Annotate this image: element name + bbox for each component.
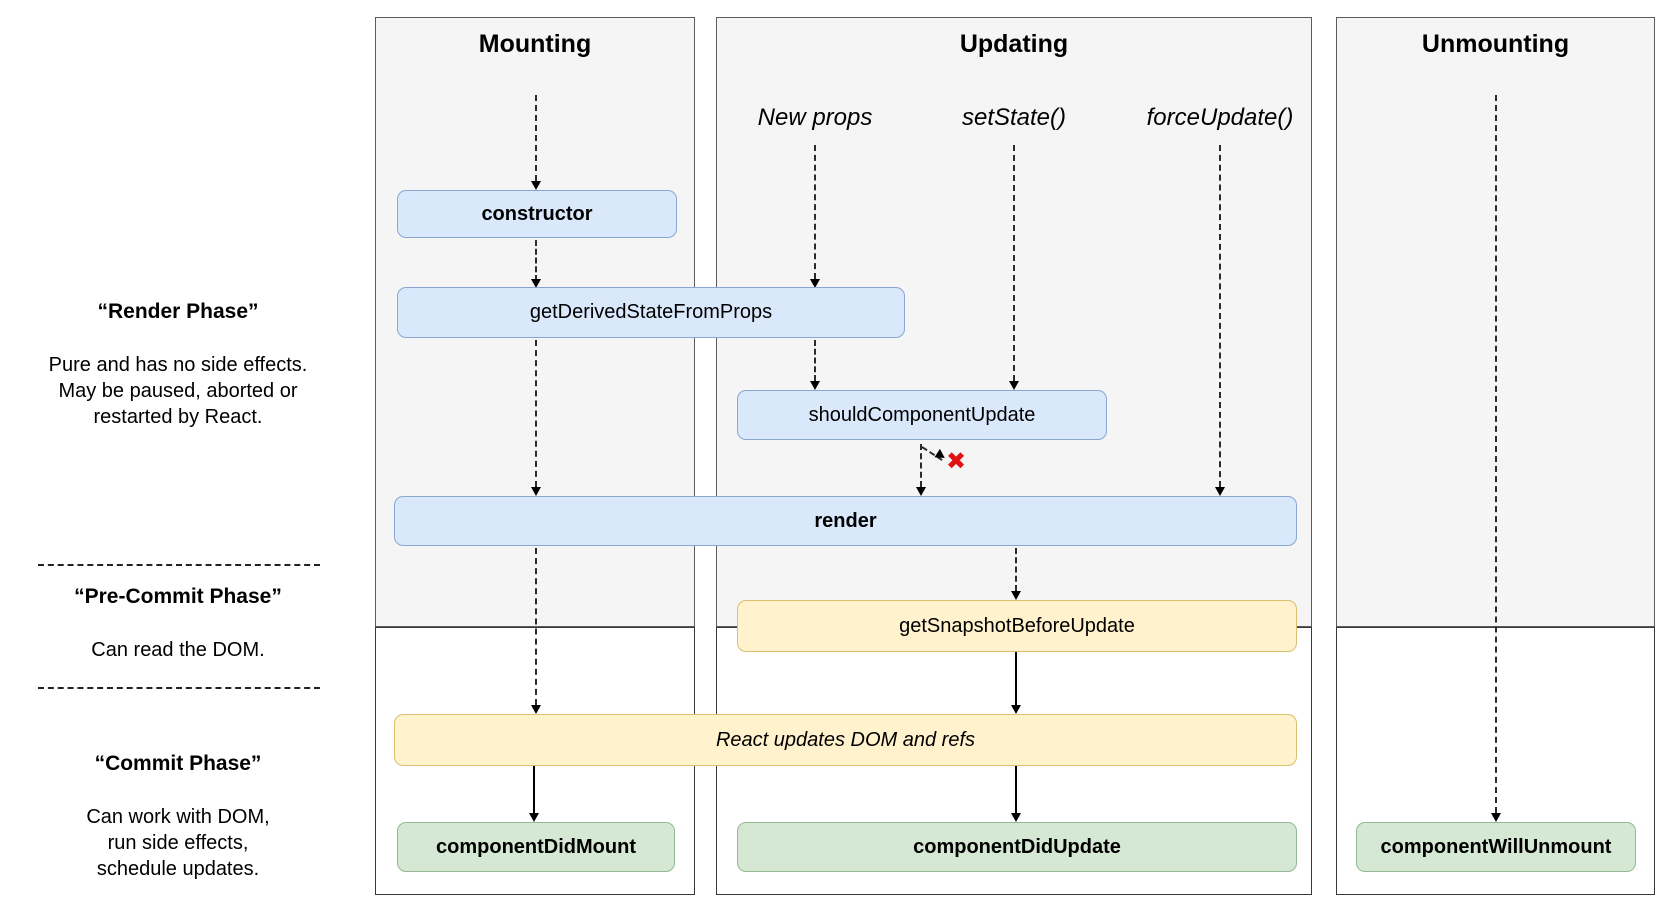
arrowhead-icon	[531, 181, 541, 190]
box-component-did-update: componentDidUpdate	[737, 822, 1297, 872]
arrow-render-to-gsbu	[1015, 548, 1017, 591]
phase-divider-bottom	[38, 687, 320, 689]
render-phase-title: “Render Phase”	[97, 300, 259, 323]
arrowhead-icon	[531, 487, 541, 496]
trigger-force-update: forceUpdate()	[1146, 104, 1294, 131]
box-get-snapshot-before-update: getSnapshotBeforeUpdate	[737, 600, 1297, 652]
arrowhead-icon	[810, 279, 820, 288]
pre-commit-phase-description: Can read the DOM.	[91, 639, 265, 661]
column-header-unmounting: Unmounting	[1421, 30, 1570, 58]
trigger-new-props: New props	[757, 104, 873, 131]
commit-phase-description: Can work with DOM, run side effects, sch…	[86, 806, 270, 880]
box-component-will-unmount: componentWillUnmount	[1356, 822, 1636, 872]
arrowhead-icon	[916, 487, 926, 496]
arrow-newprops-to-gdsfp	[814, 145, 816, 279]
arrow-constructor-to-gdsfp	[535, 240, 537, 281]
arrowhead-icon	[1215, 487, 1225, 496]
arrow-forceupdate-to-render	[1219, 145, 1221, 487]
box-react-updates-dom: React updates DOM and refs	[394, 714, 1297, 766]
arrow-gsbu-to-reactupdates	[1015, 652, 1017, 705]
arrow-reactupdates-to-cdu	[1015, 766, 1017, 813]
skip-render-x-icon: ✖	[946, 448, 967, 475]
phase-divider-top	[38, 564, 320, 566]
trigger-set-state: setState()	[961, 104, 1067, 131]
arrowhead-icon	[1011, 591, 1021, 600]
arrowhead-icon	[1009, 381, 1019, 390]
arrowhead-icon	[810, 381, 820, 390]
arrowhead-icon	[1491, 813, 1501, 822]
render-phase-description: Pure and has no side effects. May be pau…	[48, 354, 308, 428]
arrowhead-icon	[531, 279, 541, 288]
column-header-updating: Updating	[959, 30, 1069, 58]
pre-commit-phase-title: “Pre-Commit Phase”	[74, 585, 282, 608]
box-get-derived-state-from-props: getDerivedStateFromProps	[397, 287, 905, 338]
arrow-gdsfp-to-scu	[814, 340, 816, 381]
arrow-setstate-to-scu	[1013, 145, 1015, 381]
box-constructor: constructor	[397, 190, 677, 238]
arrow-render-to-reactupdates-mounting	[535, 548, 537, 705]
column-header-mounting: Mounting	[478, 30, 592, 58]
box-component-did-mount: componentDidMount	[397, 822, 675, 872]
arrow-reactupdates-to-cdm	[533, 766, 535, 813]
arrow-mounting-start	[535, 95, 537, 181]
arrow-scu-to-render	[920, 444, 922, 487]
box-render: render	[394, 496, 1297, 546]
arrowhead-icon	[1011, 705, 1021, 714]
arrowhead-icon	[531, 705, 541, 714]
arrow-gdsfp-to-render-mounting	[535, 340, 537, 487]
box-should-component-update: shouldComponentUpdate	[737, 390, 1107, 440]
commit-phase-title: “Commit Phase”	[94, 752, 262, 775]
arrowhead-icon	[1011, 813, 1021, 822]
arrowhead-icon	[529, 813, 539, 822]
arrow-unmounting-to-cwu	[1495, 95, 1497, 813]
